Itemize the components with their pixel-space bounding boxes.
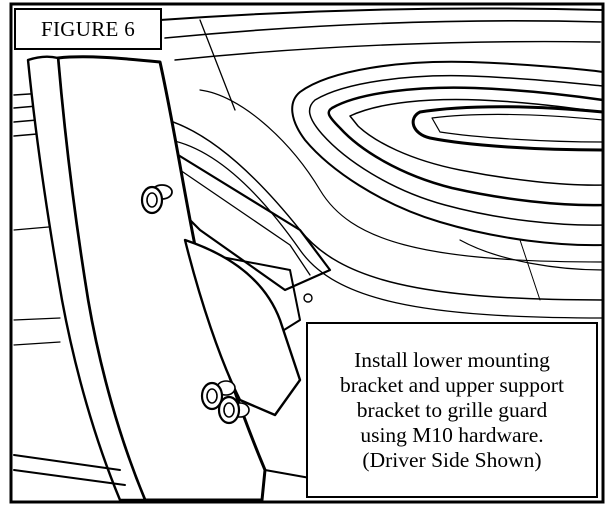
bumper-upper-line (164, 20, 604, 39)
figure-label: FIGURE 6 (14, 8, 162, 50)
bottom-rail-2 (13, 469, 126, 486)
instruction-callout: Install lower mounting bracket and upper… (306, 322, 598, 498)
callout-line: bracket and upper support (340, 372, 564, 397)
grille-guard-side (26, 55, 147, 502)
lower-mounting-bracket (183, 238, 302, 417)
vent-inner (349, 98, 604, 186)
vent-slot (411, 105, 605, 152)
callout-line: bracket to grille guard (356, 397, 548, 422)
callout-line: (Driver Side Shown) (362, 447, 542, 472)
callout-line: using M10 hardware. (360, 422, 544, 447)
figure-border (9, 2, 605, 504)
vent-ring-3 (327, 86, 605, 207)
fascia-line-1 (159, 117, 604, 301)
hood-line (199, 19, 236, 111)
bottom-rail-3 (264, 469, 311, 479)
slat-7 (13, 341, 61, 346)
bumper-crease (174, 40, 601, 61)
upper-support-bracket-edge (179, 169, 311, 276)
lower-bolt-pair (200, 380, 250, 425)
upper-bolt (140, 184, 173, 215)
bumper-top-edge (159, 7, 604, 21)
fascia-line-3 (199, 89, 604, 263)
vent-slot-inner (431, 113, 604, 143)
vent-ring-2 (308, 74, 604, 226)
fascia-line-4 (459, 239, 604, 271)
fascia-line-5 (519, 239, 541, 301)
callout-line: Install lower mounting (354, 347, 550, 372)
slat-6 (13, 317, 61, 321)
bottom-rail-1 (13, 454, 121, 471)
fascia-line-2 (169, 139, 604, 319)
upper-support-bracket (168, 148, 332, 292)
fascia-hole (303, 293, 313, 303)
vent-outer (291, 60, 604, 247)
